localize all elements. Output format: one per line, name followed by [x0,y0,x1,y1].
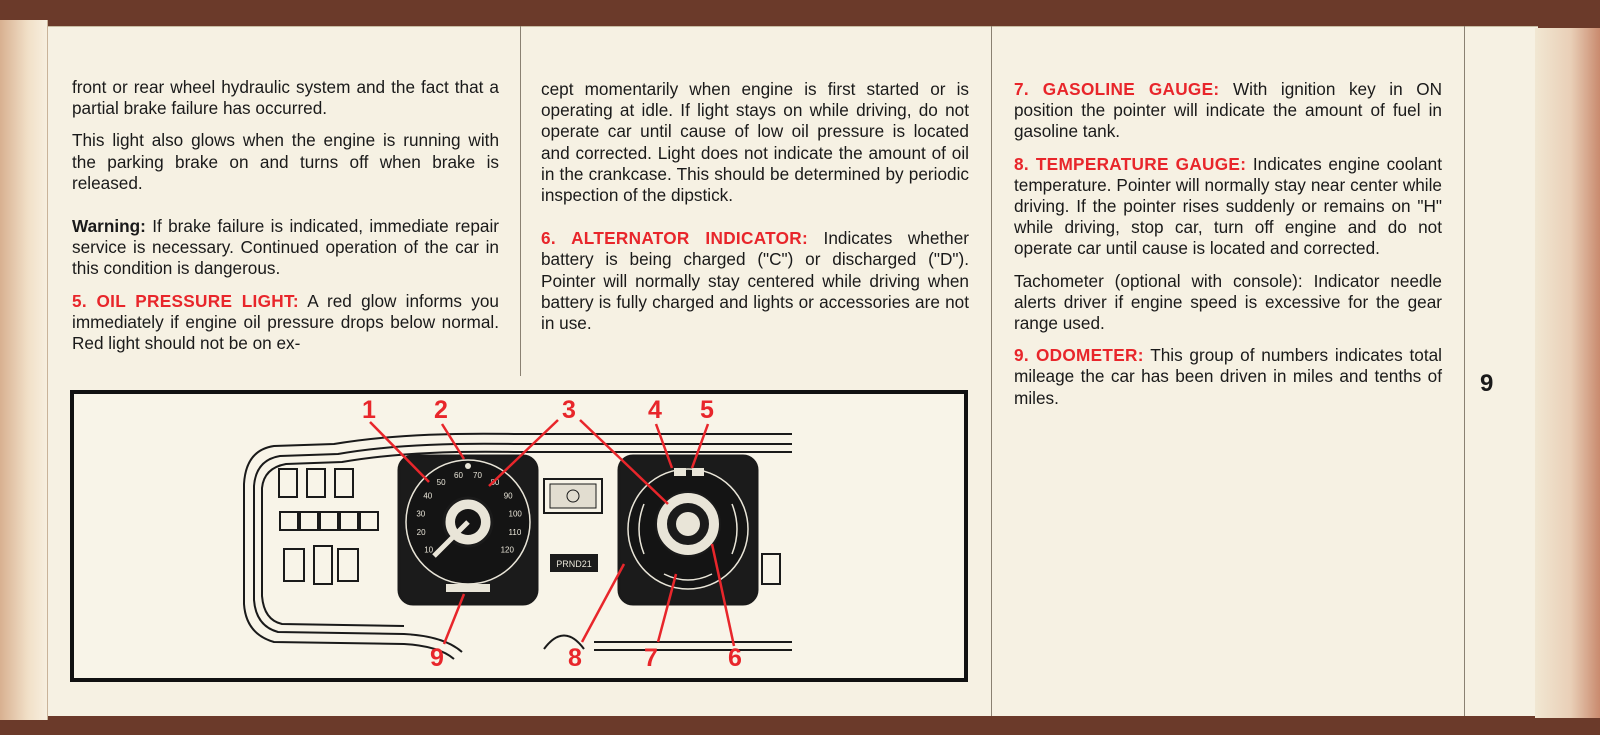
warning-label: Warning: [72,216,146,237]
callout-7: 7 [644,644,658,672]
oil-pressure-heading: 5. OIL PRESSURE LIGHT: [72,290,299,311]
right-page-edge [1535,28,1600,718]
brake-paragraph: front or rear wheel hydraulic system and… [72,77,499,119]
temperature-heading: 8. TEMPERATURE GAUGE: [1014,153,1247,174]
speedometer-mark: 70 [473,471,482,480]
right-switch [761,553,781,585]
temperature-paragraph: 8. TEMPERATURE GAUGE: Indicates engine c… [1014,154,1442,260]
speedometer-mark: 10 [424,546,433,555]
page-number: 9 [1480,370,1494,397]
alternator-text: Indicates whether battery is being charg… [541,228,969,334]
gasoline-heading: 7. GASOLINE GAUGE: [1014,79,1220,99]
text-column-3: 7. GASOLINE GAUGE: With ignition key in … [1014,79,1442,420]
gasoline-paragraph: 7. GASOLINE GAUGE: With ignition key in … [1014,79,1442,143]
speedometer-mark: 80 [490,478,499,487]
instrument-panel-figure: 10 20 30 40 50 60 70 80 90 100 110 120 PRND21 [70,390,968,682]
oil-pressure-paragraph: 5. OIL PRESSURE LIGHT: A red glow inform… [72,291,499,355]
callout-4: 4 [648,396,662,424]
odometer-paragraph: 9. ODOMETER: This group of numbers indic… [1014,345,1442,409]
switch-bank [278,468,379,585]
speedometer-mark: 20 [417,528,426,537]
tachometer-paragraph: Tachometer (optional with console): Indi… [1014,270,1442,334]
speedometer-mark: 90 [504,492,513,501]
gasoline-text: With ignition key in ON position the poi… [1014,79,1442,142]
dashboard-outline [243,432,792,660]
text-column-1: front or rear wheel hydraulic system and… [72,77,499,365]
odometer-heading: 9. ODOMETER: [1014,345,1144,366]
oil-pressure-text: A red glow informs you immediately if en… [72,290,499,354]
instrument-panel-illustration: 10 20 30 40 50 60 70 80 90 100 110 120 PRND21 [243,396,792,672]
oil-continued-paragraph: cept momentarily when engine is first st… [541,79,969,206]
speedometer-mark: 110 [509,528,522,537]
warning-paragraph: Warning: If brake failure is indicated, … [72,216,499,280]
warning-text: If brake failure is indicated, immediate… [72,216,499,279]
callout-lines [369,419,736,647]
gauge-cluster [617,454,759,606]
speedometer-mark: 50 [437,478,446,487]
column-divider [991,26,992,716]
speedometer-mark: 30 [416,509,425,518]
speedometer-mark: 60 [454,471,463,480]
callout-1: 1 [362,396,376,424]
temperature-text: Indicates engine coolant temperature. Po… [1014,153,1443,259]
prndl-indicator: PRND21 [556,559,592,569]
speedometer: 10 20 30 40 50 60 70 80 90 100 110 120 [397,454,539,606]
parking-brake-paragraph: This light also glows when the engine is… [72,130,499,193]
left-page-edge [0,20,48,720]
alternator-paragraph: 6. ALTERNATOR INDICATOR: Indicates wheth… [541,228,969,334]
callout-3: 3 [562,396,576,424]
text-column-2: cept momentarily when engine is first st… [541,79,969,345]
callout-9: 9 [430,644,444,672]
speedometer-scale: 10 20 30 40 50 60 70 80 90 100 110 120 [416,471,522,555]
callout-numbers: 1 2 3 4 5 6 7 8 9 [362,396,742,672]
callout-8: 8 [568,644,582,672]
speedometer-mark: 120 [501,546,515,555]
odometer-text: This group of numbers indicates total mi… [1014,345,1442,408]
speedometer-mark: 40 [423,492,432,501]
alternator-heading: 6. ALTERNATOR INDICATOR: [541,228,809,249]
column-divider [520,26,521,376]
callout-6: 6 [728,644,742,672]
callout-5: 5 [700,396,714,424]
column-divider [1464,26,1465,716]
center-clock: PRND21 [543,478,603,572]
speedometer-mark: 100 [509,509,523,518]
callout-2: 2 [434,396,448,424]
